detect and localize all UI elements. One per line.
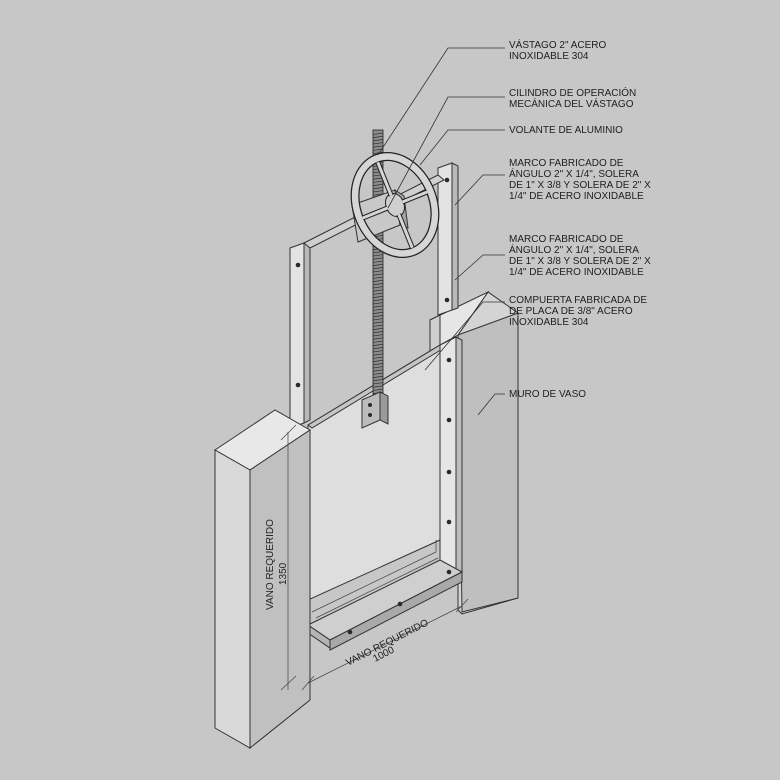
stem-thread <box>372 315 384 318</box>
stem-thread <box>372 139 384 142</box>
stem-thread <box>372 366 384 369</box>
stem-thread <box>372 279 384 282</box>
stem-thread <box>372 327 384 330</box>
leader-wall <box>477 393 505 416</box>
stem-thread <box>372 177 384 180</box>
stem-thread <box>372 359 384 362</box>
stem-thread <box>372 132 384 135</box>
callout-stem: VÁSTAGO 2" ACERO INOXIDABLE 304 <box>509 38 607 62</box>
callout-cylinder: CILINDRO DE OPERACIÓN MECÁNICA DEL VÁSTA… <box>509 86 636 110</box>
callout-frame-upper-line-4: 1/4" DE ACERO INOXIDABLE <box>509 191 644 202</box>
stem-thread <box>372 187 384 190</box>
stem-thread <box>372 273 384 276</box>
stem-thread <box>372 382 384 385</box>
callout-frame-lower-line-1: MARCO FABRICADO DE <box>509 234 624 245</box>
stem-thread <box>372 276 384 279</box>
stem-thread <box>372 318 384 321</box>
stem-thread <box>372 331 384 334</box>
frame-lower <box>307 336 464 651</box>
stem-thread <box>372 340 384 343</box>
stem-thread <box>372 375 384 378</box>
wall-right <box>429 290 519 615</box>
leader-handwheel <box>419 129 505 166</box>
stem-thread <box>372 308 384 311</box>
leader-frame-lower <box>454 254 505 281</box>
leader-gate <box>424 301 505 371</box>
callout-handwheel: VOLANTE DE ALUMINIO <box>509 125 623 136</box>
stem-thread <box>372 260 384 263</box>
callout-frame-upper-line-3: DE 1" X 3/8 Y SOLERA DE 2" X <box>509 180 651 191</box>
stem-thread <box>372 369 384 372</box>
dim-height-label: VANO REQUERIDO <box>265 519 276 610</box>
callout-cylinder-line-1: CILINDRO DE OPERACIÓN <box>509 86 636 99</box>
stem-thread <box>372 183 384 186</box>
stem-thread <box>372 254 384 257</box>
callout-frame-upper-line-1: MARCO FABRICADO DE <box>509 158 624 169</box>
leader-lines <box>377 47 505 416</box>
stem-thread <box>372 363 384 366</box>
leader-cylinder <box>387 96 505 209</box>
callout-wall: MURO DE VASO <box>509 389 586 400</box>
stem-thread <box>372 180 384 183</box>
stem-thread <box>372 289 384 292</box>
stem-thread <box>372 350 384 353</box>
stem-thread <box>372 292 384 295</box>
callout-handwheel-line-1: VOLANTE DE ALUMINIO <box>509 125 623 136</box>
stem-thread <box>372 311 384 314</box>
callout-frame-lower-line-2: ÁNGULO 2" X 1/4", SOLERA <box>509 243 639 256</box>
dimension-height: VANO REQUERIDO 1350 <box>265 424 297 691</box>
stem-thread <box>372 356 384 359</box>
stem-thread <box>372 302 384 305</box>
stem-bracket <box>361 391 389 429</box>
stem-thread <box>372 388 384 391</box>
callout-frame-lower: MARCO FABRICADO DE ÁNGULO 2" X 1/4", SOL… <box>509 234 651 278</box>
stem-thread <box>372 135 384 138</box>
handwheel <box>350 152 440 258</box>
stem-thread <box>372 193 384 196</box>
stem-thread <box>372 257 384 260</box>
stem-thread <box>372 283 384 286</box>
stem-thread <box>372 385 384 388</box>
stem-thread <box>372 299 384 302</box>
stem-thread <box>372 343 384 346</box>
stem-thread <box>372 321 384 324</box>
dim-height-value: 1350 <box>278 562 289 585</box>
stem-thread <box>372 334 384 337</box>
stem-thread <box>372 286 384 289</box>
stem-thread <box>372 270 384 273</box>
stem-thread <box>372 347 384 350</box>
stem-thread <box>372 324 384 327</box>
stem-thread <box>372 190 384 193</box>
leader-stem <box>377 47 505 156</box>
callout-stem-line-2: INOXIDABLE 304 <box>509 51 589 62</box>
stem-thread <box>372 142 384 145</box>
stem-thread <box>372 295 384 298</box>
stem-thread <box>372 305 384 308</box>
callout-gate-line-3: INOXIDABLE 304 <box>509 317 589 328</box>
stem-thread <box>372 263 384 266</box>
stem-thread <box>372 267 384 270</box>
callout-wall-line-1: MURO DE VASO <box>509 389 586 400</box>
frame-upper-posts <box>289 162 459 429</box>
stem-thread <box>372 372 384 375</box>
callout-gate-line-1: COMPUERTA FABRICADA DE <box>509 295 647 306</box>
callout-frame-upper-line-2: ÁNGULO 2" X 1/4", SOLERA <box>509 167 639 180</box>
wall-left <box>214 409 311 750</box>
callout-frame-upper: MARCO FABRICADO DE ÁNGULO 2" X 1/4", SOL… <box>509 158 651 202</box>
stem-thread <box>372 353 384 356</box>
callout-gate-line-2: DE PLACA DE 3/8" ACERO <box>509 306 633 317</box>
callout-frame-lower-line-3: DE 1" X 3/8 Y SOLERA DE 2" X <box>509 256 651 267</box>
callout-stem-line-1: VÁSTAGO 2" ACERO <box>509 38 607 51</box>
callout-frame-lower-line-4: 1/4" DE ACERO INOXIDABLE <box>509 267 644 278</box>
stem-thread <box>372 379 384 382</box>
stem-thread <box>372 337 384 340</box>
callout-gate: COMPUERTA FABRICADA DE DE PLACA DE 3/8" … <box>509 295 647 328</box>
stem-thread <box>372 145 384 148</box>
stem-thread <box>372 151 384 154</box>
leader-frame-upper <box>454 174 505 206</box>
callout-cylinder-line-2: MECÁNICA DEL VÁSTAGO <box>509 97 634 110</box>
